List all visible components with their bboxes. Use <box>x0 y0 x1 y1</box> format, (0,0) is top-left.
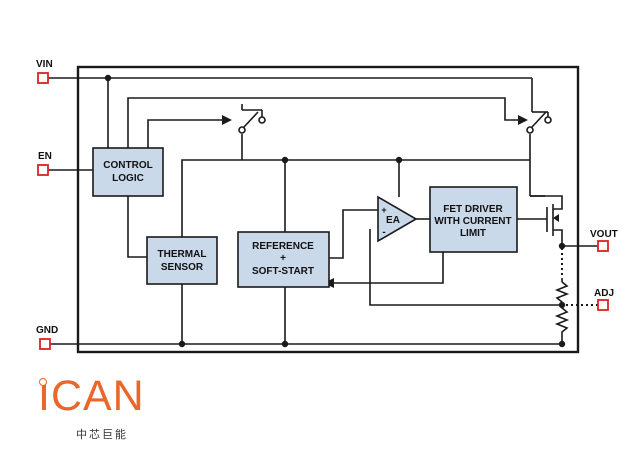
external-dotted-lines <box>561 248 600 306</box>
pin-vout-label: VOUT <box>590 229 618 240</box>
pin-gnd-label: GND <box>36 325 58 336</box>
reference-line-2: + <box>280 253 286 264</box>
logo-subtitle: 中芯巨能 <box>76 428 128 441</box>
logo-text: ICAN <box>38 372 145 420</box>
fet-driver-line-1: FET DRIVER <box>443 204 503 215</box>
arrow-switch1 <box>222 115 232 125</box>
reference-line-3: SOFT-START <box>252 266 314 277</box>
reference-line-1: REFERENCE <box>252 241 314 252</box>
wires <box>44 77 600 345</box>
pin-en: EN <box>37 151 52 176</box>
thermal-sensor-line-2: SENSOR <box>161 262 204 273</box>
control-logic-line-2: LOGIC <box>112 173 144 184</box>
fet-driver-line-3: LIMIT <box>460 228 486 239</box>
pin-en-label: EN <box>38 151 52 162</box>
error-amp-minus: - <box>382 227 385 238</box>
switch-2 <box>526 111 552 134</box>
thermal-sensor-block: THERMAL SENSOR <box>146 236 218 285</box>
fet-driver-line-2: WITH CURRENT <box>434 216 511 227</box>
chip-outline <box>76 65 580 354</box>
arrow-switch2 <box>518 115 528 125</box>
error-amplifier: EA + - <box>377 195 418 243</box>
fet-driver-block: FET DRIVER WITH CURRENT LIMIT <box>429 186 518 253</box>
pin-adj: ADJ <box>594 288 614 311</box>
pin-vin-label: VIN <box>36 59 53 70</box>
pin-vout: VOUT <box>590 229 618 252</box>
ican-logo: ICAN 中芯巨能 <box>38 372 148 452</box>
pin-vin: VIN <box>36 59 53 84</box>
switch-1 <box>238 104 266 134</box>
control-logic-block: CONTROL LOGIC <box>92 147 164 197</box>
reference-soft-start-block: REFERENCE + SOFT-START <box>237 231 330 288</box>
error-amp-plus: + <box>381 205 386 215</box>
error-amp-label: EA <box>386 215 400 226</box>
control-logic-line-1: CONTROL <box>103 160 152 171</box>
pin-gnd: GND <box>36 325 58 350</box>
logo-dot-icon <box>39 378 47 386</box>
junction-dots <box>104 74 566 348</box>
arrows <box>222 115 559 288</box>
thermal-sensor-line-1: THERMAL <box>158 249 207 260</box>
arrow-fet-body <box>553 214 559 222</box>
pin-adj-label: ADJ <box>594 288 614 299</box>
